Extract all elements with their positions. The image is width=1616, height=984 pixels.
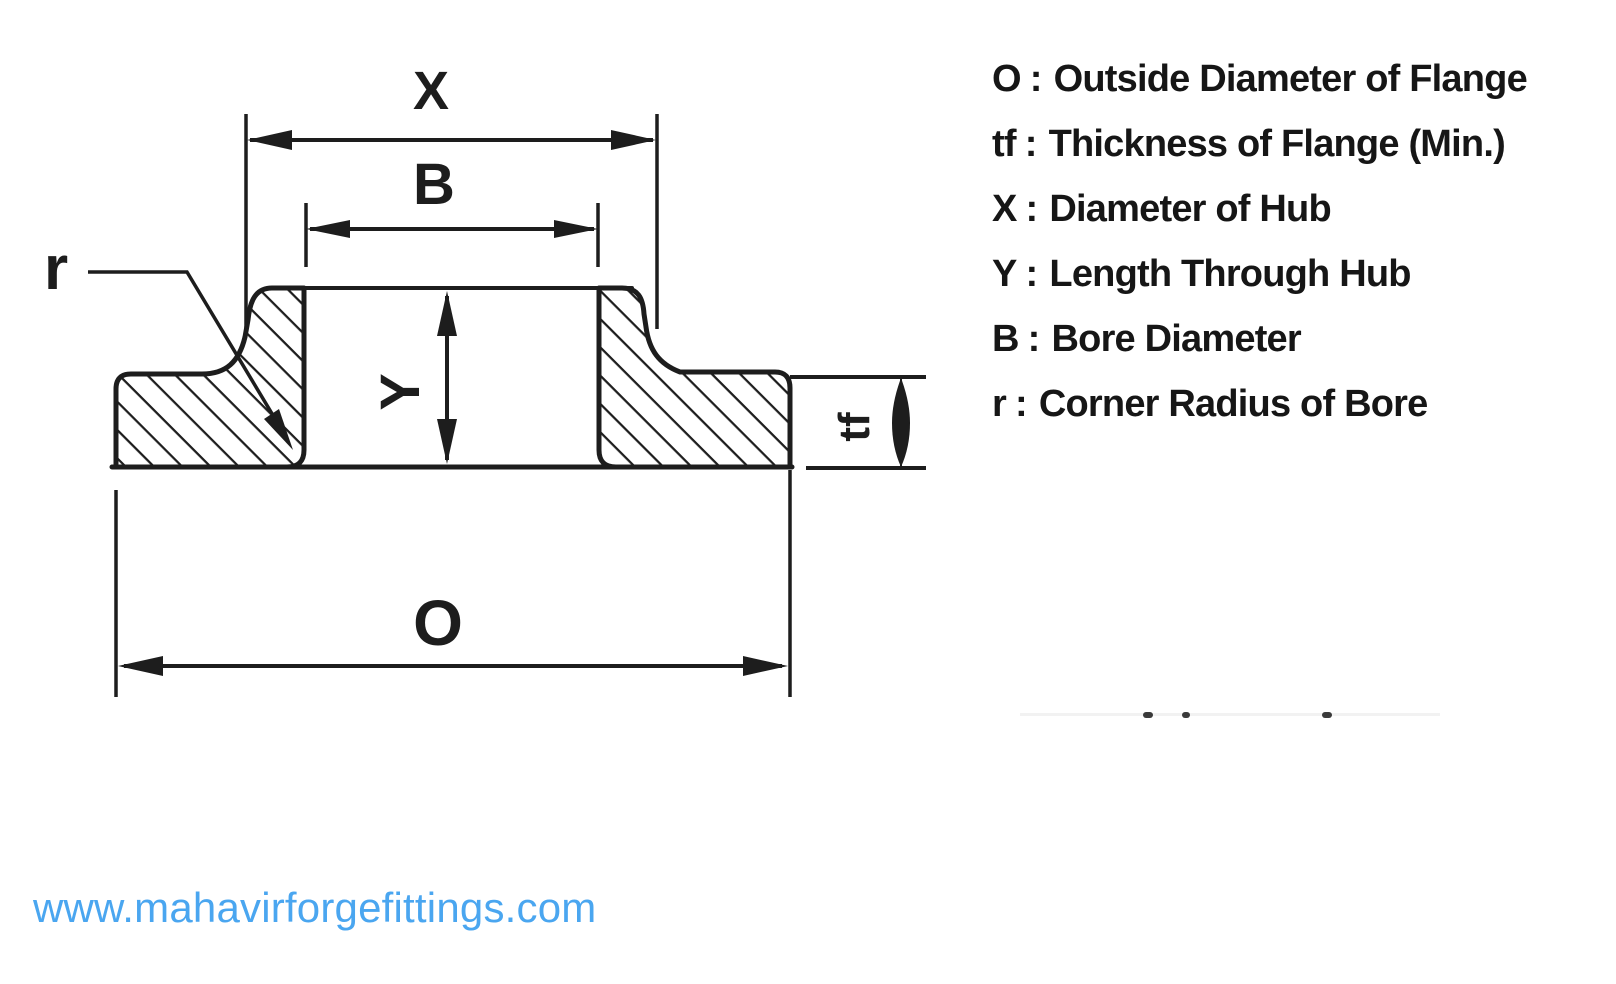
- dim-y-arrowhead-bottom: [437, 419, 457, 464]
- dim-y: [437, 291, 457, 464]
- legend-description: Outside Diameter of Flange: [1053, 58, 1528, 100]
- artifact-dot: [1182, 712, 1190, 718]
- dim-x-arrowhead-right: [611, 130, 656, 150]
- dim-b-arrowhead-left: [306, 220, 350, 238]
- dim-x-arrowhead-left: [247, 130, 292, 150]
- legend-symbol: r: [992, 383, 1007, 425]
- artifact-streak: [1020, 713, 1440, 716]
- legend-symbol: X: [992, 188, 1017, 230]
- legend-description: Corner Radius of Bore: [1038, 383, 1428, 425]
- legend-description: Length Through Hub: [1049, 253, 1411, 295]
- legend: O:Outside Diameter of Flange tf:Thicknes…: [992, 47, 1528, 437]
- dim-o: [114, 470, 792, 697]
- legend-colon: :: [1015, 383, 1028, 425]
- legend-colon: :: [1025, 253, 1039, 295]
- legend-colon: :: [1025, 188, 1039, 230]
- dim-o-arrowhead-right: [743, 656, 788, 676]
- dim-tf-double-arrowhead: [892, 378, 910, 467]
- legend-item-flange-thickness: tf:Thickness of Flange (Min.): [992, 112, 1527, 177]
- dim-b: [304, 203, 600, 267]
- leader-r: [88, 270, 293, 450]
- legend-item-corner-radius: r:Corner Radius of Bore: [992, 372, 1527, 437]
- label-bore-diameter: B: [413, 152, 455, 217]
- legend-description: Thickness of Flange (Min.): [1048, 123, 1506, 165]
- label-flange-thickness: tf: [830, 412, 879, 442]
- legend-item-bore-diameter: B:Bore Diameter: [992, 307, 1527, 372]
- legend-colon: :: [1029, 58, 1043, 100]
- legend-item-hub-length: Y:Length Through Hub: [992, 242, 1527, 307]
- legend-description: Bore Diameter: [1051, 318, 1302, 360]
- legend-item-outside-diameter: O:Outside Diameter of Flange: [992, 47, 1528, 112]
- legend-colon: :: [1024, 123, 1038, 165]
- legend-item-hub-diameter: X:Diameter of Hub: [992, 177, 1527, 242]
- dim-y-arrowhead-top: [437, 291, 457, 336]
- dim-tf: [790, 375, 926, 470]
- label-hub-length: Y: [368, 373, 431, 410]
- dim-b-arrowhead-right: [554, 220, 598, 238]
- artifact-dot: [1322, 712, 1332, 718]
- flange-section-right-half: [596, 285, 793, 470]
- website-link[interactable]: www.mahavirforgefittings.com: [33, 884, 597, 931]
- leader-r-line: [88, 270, 279, 423]
- legend-colon: :: [1027, 318, 1041, 360]
- legend-symbol: O: [992, 58, 1022, 100]
- flange-cross-section-drawing: X B Y O tf r: [44, 61, 926, 697]
- leader-r-arrowhead: [264, 409, 293, 450]
- legend-description: Diameter of Hub: [1049, 188, 1331, 230]
- legend-symbol: tf: [992, 123, 1017, 165]
- label-outside-diameter: O: [413, 587, 463, 659]
- artifact-dot: [1143, 712, 1153, 718]
- dim-o-arrowhead-left: [118, 656, 163, 676]
- label-hub-diameter: X: [413, 61, 449, 121]
- legend-symbol: Y: [992, 253, 1017, 295]
- label-corner-radius: r: [44, 234, 68, 303]
- dim-x: [244, 114, 659, 329]
- flange-section-left-half: [113, 285, 307, 470]
- flange-section: [109, 285, 795, 470]
- legend-symbol: B: [992, 318, 1019, 360]
